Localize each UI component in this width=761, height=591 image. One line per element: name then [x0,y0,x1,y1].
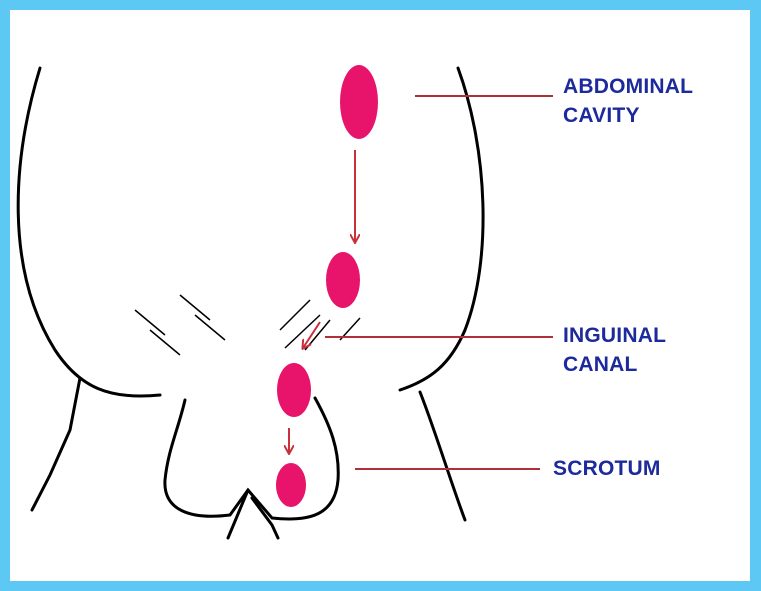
right-leg-outline [420,392,465,520]
label-abdominal-line1: ABDOMINAL [563,72,693,101]
label-scrotum: SCROTUM [553,454,661,483]
label-abdominal-line2: CAVITY [563,101,693,130]
label-inguinal-canal: INGUINAL CANAL [563,321,666,379]
left-leg-outline [32,378,80,510]
testis-inguinal-upper [326,252,360,308]
label-scrotum-line1: SCROTUM [553,454,661,483]
testis-positions [276,65,378,507]
label-abdominal-cavity: ABDOMINAL CAVITY [563,72,693,130]
body-outline [18,68,483,538]
inguinal-hatch-marks [135,295,360,355]
diagram-frame: ABDOMINAL CAVITY INGUINAL CANAL SCROTUM [10,10,750,581]
label-inguinal-line1: INGUINAL [563,321,666,350]
label-inguinal-line2: CANAL [563,350,666,379]
right-flank-outline [400,68,483,390]
testis-abdominal [340,65,378,139]
testis-inguinal-lower [277,363,311,417]
left-flank-outline [18,68,160,396]
scrotum-outline [165,398,338,519]
testis-scrotal [276,463,306,507]
